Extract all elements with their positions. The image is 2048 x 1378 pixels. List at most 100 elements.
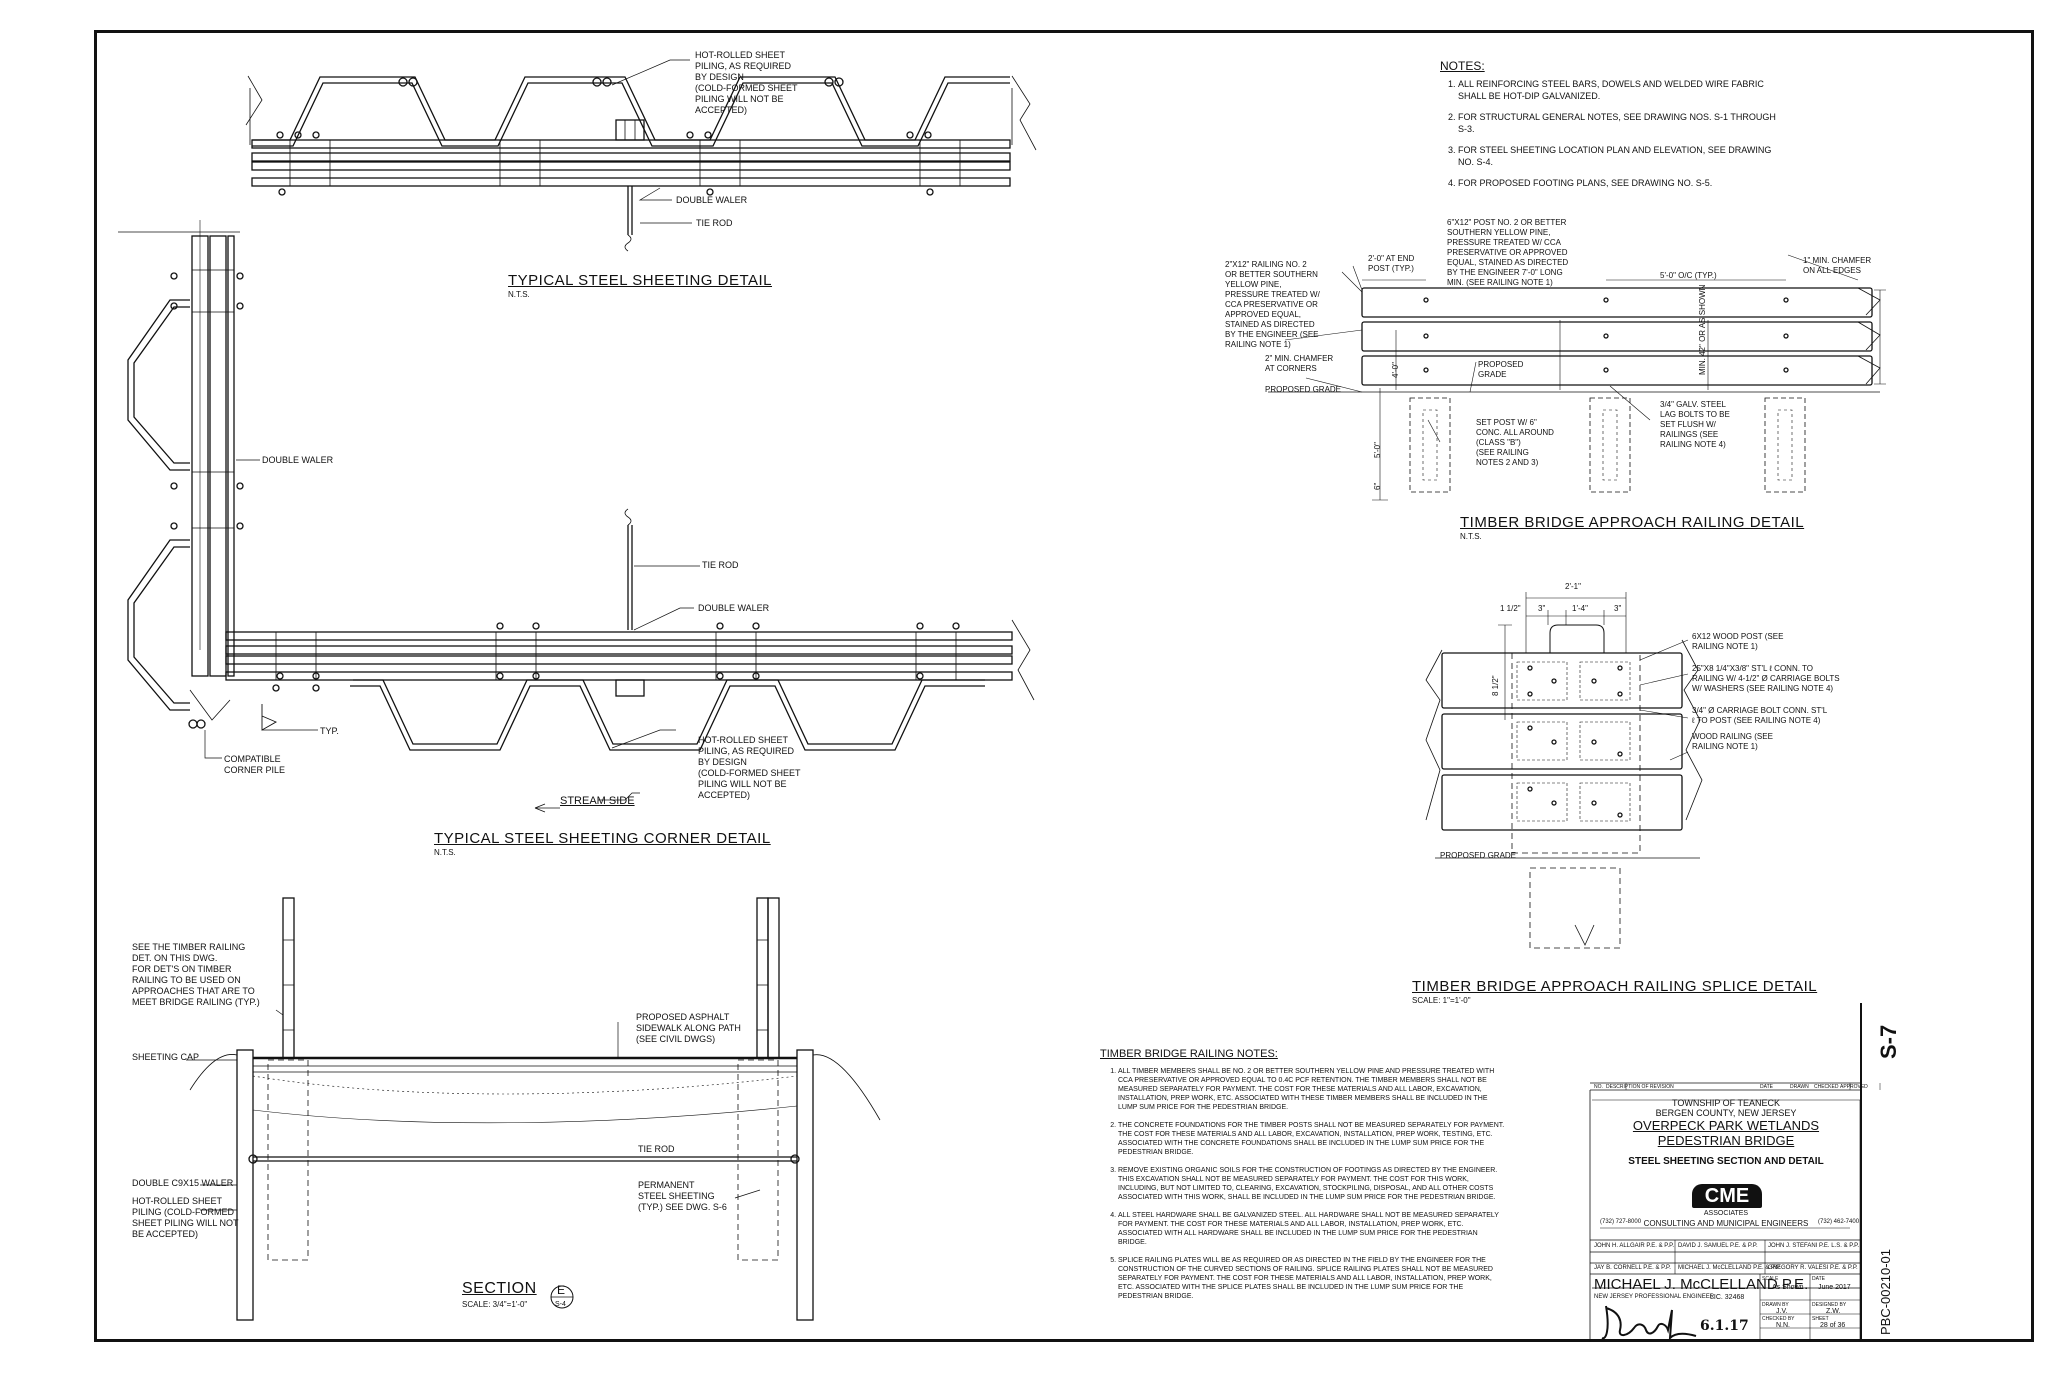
splice-proposed-grade-label: PROPOSED GRADE bbox=[1440, 851, 1517, 860]
railing-dim-min: MIN. 42" OR AS SHOWN bbox=[1698, 284, 1707, 375]
railing-dim-4-0: 4'-0" bbox=[1391, 362, 1400, 378]
splice-wood-railing-label: WOOD RAILING (SEE RAILING NOTE 1) bbox=[1692, 732, 1773, 751]
section-asphalt-label: PROPOSED ASPHALT SIDEWALK ALONG PATH (SE… bbox=[636, 1012, 741, 1044]
railing-set-post-label: SET POST W/ 6" CONC. ALL AROUND (CLASS "… bbox=[1476, 418, 1554, 467]
railing-end-post-label: 2'-0" AT END POST (TYP.) bbox=[1368, 254, 1415, 273]
tb-date-label: DATE bbox=[1812, 1276, 1825, 1282]
tb-scale-value: As Shown bbox=[1772, 1284, 1804, 1291]
rev-header-checked: CHECKED bbox=[1814, 1084, 1839, 1090]
steel-sheeting-detail-title: TYPICAL STEEL SHEETING DETAIL bbox=[508, 272, 773, 289]
corner-detail-scale: N.T.S. bbox=[434, 848, 456, 857]
tb-county: BERGEN COUNTY, NEW JERSEY bbox=[1655, 1108, 1797, 1118]
general-note-1: ALL REINFORCING STEEL BARS, DOWELS AND W… bbox=[1458, 78, 1780, 102]
tb-sheet-value: 28 of 36 bbox=[1820, 1322, 1846, 1329]
tb-engineer-5: MICHAEL J. McCLELLAND P.E. & P.P. bbox=[1678, 1265, 1781, 1271]
splice-dim-top: 2'-1" bbox=[1565, 582, 1581, 591]
tb-phone-1: (732) 727-8000 bbox=[1600, 1219, 1642, 1225]
railing-lag-bolts-label: 3/4" GALV. STEEL LAG BOLTS TO BE SET FLU… bbox=[1660, 400, 1730, 449]
railing-rail-label: 2"x12" RAILING NO. 2 OR BETTER SOUTHERN … bbox=[1225, 260, 1320, 349]
splice-wood-post-label: 6x12 WOOD POST (SEE RAILING NOTE 1) bbox=[1692, 632, 1784, 651]
railing-proposed-grade-label: PROPOSED GRADE bbox=[1265, 385, 1342, 394]
bridge-section bbox=[186, 897, 881, 1321]
corner-typ-label: TYP. bbox=[320, 726, 339, 736]
railing-notes-heading: TIMBER BRIDGE RAILING NOTES: bbox=[1100, 1048, 1278, 1060]
tb-sign-date: 6.1.17 bbox=[1700, 1318, 1749, 1334]
general-notes-heading: NOTES: bbox=[1440, 59, 1485, 73]
tb-pe-state: NEW JERSEY PROFESSIONAL ENGINEER bbox=[1594, 1294, 1715, 1300]
sheeting-double-waler-label: DOUBLE WALER bbox=[676, 195, 748, 205]
tb-engineer-4: JAY B. CORNELL P.E. & P.P. bbox=[1594, 1265, 1671, 1271]
railing-note-3: REMOVE EXISTING ORGANIC SOILS FOR THE CO… bbox=[1118, 1166, 1508, 1202]
tb-drawn-label: DRAWN BY bbox=[1762, 1302, 1789, 1308]
tb-checked-value: N.N. bbox=[1776, 1322, 1790, 1329]
splice-detail-scale: SCALE: 1"=1'-0" bbox=[1412, 996, 1471, 1005]
corner-double-waler-left-label: DOUBLE WALER bbox=[262, 455, 334, 465]
railing-dim-5-0: 5'-0" bbox=[1373, 442, 1382, 458]
general-note-4: FOR PROPOSED FOOTING PLANS, SEE DRAWING … bbox=[1458, 177, 1780, 189]
sheeting-piling-label: HOT-ROLLED SHEET PILING, AS REQUIRED BY … bbox=[695, 50, 798, 115]
tb-scale-label: SCALE bbox=[1762, 1276, 1779, 1282]
corner-pile-label: COMPATIBLE CORNER PILE bbox=[224, 754, 286, 775]
corner-piling-label: HOT-ROLLED SHEET PILING, AS REQUIRED BY … bbox=[698, 735, 801, 800]
tb-engineer-2: DAVID J. SAMUEL P.E. & P.P. bbox=[1678, 1243, 1758, 1249]
stream-side-label: STREAM SIDE bbox=[560, 795, 635, 807]
railing-elevation bbox=[1268, 254, 1886, 501]
tb-checked-label: CHECKED BY bbox=[1762, 1316, 1795, 1322]
railing-notes: TIMBER BRIDGE RAILING NOTES: ALL TIMBER … bbox=[1100, 1048, 1508, 1310]
tb-engineer-6: GREGORY R. VALESI P.E. & P.P. bbox=[1768, 1265, 1858, 1271]
railing-detail-scale: N.T.S. bbox=[1460, 532, 1482, 541]
section-callout-letter: E bbox=[557, 1283, 566, 1297]
tb-license: LIC. 32468 bbox=[1710, 1294, 1745, 1301]
splice-dim-b: 3" bbox=[1538, 604, 1546, 613]
splice-conn-label: 25"x8 1/4"x3/8" ST'L ℓ CONN. TO RAILING … bbox=[1692, 664, 1840, 693]
tb-engineer-3: JOHN J. STEFANI P.E. L.S. & P.P. bbox=[1768, 1243, 1860, 1249]
tb-designed-label: DESIGNED BY bbox=[1812, 1302, 1847, 1308]
tb-drawn-value: J.V. bbox=[1776, 1308, 1788, 1315]
splice-dim-c: 1'-4" bbox=[1572, 604, 1588, 613]
project-number: PBC-00210-01 bbox=[1878, 1249, 1893, 1335]
tb-firm-name-2: CONSULTING AND MUNICIPAL ENGINEERS bbox=[1643, 1219, 1809, 1228]
section-tie-rod-label: TIE ROD bbox=[638, 1144, 675, 1154]
railing-detail-title: TIMBER BRIDGE APPROACH RAILING DETAIL bbox=[1460, 514, 1805, 531]
tb-date-value: June 2017 bbox=[1818, 1284, 1851, 1291]
rev-header-no: NO. bbox=[1594, 1084, 1603, 1090]
general-notes: NOTES: ALL REINFORCING STEEL BARS, DOWEL… bbox=[1440, 60, 1780, 198]
railing-note-5: SPLICE RAILING PLATES WILL BE AS REQUIRE… bbox=[1118, 1256, 1508, 1301]
splice-dim-d: 3" bbox=[1614, 604, 1622, 613]
tb-firm-name-1: ASSOCIATES bbox=[1703, 1210, 1749, 1217]
tb-phone-2: (732) 462-7400 bbox=[1818, 1219, 1860, 1225]
steel-sheeting-detail-scale: N.T.S. bbox=[508, 290, 530, 299]
section-title: SECTION bbox=[462, 1280, 537, 1297]
corner-tie-rod-label: TIE ROD bbox=[702, 560, 739, 570]
tb-sheet-label: SHEET bbox=[1812, 1316, 1829, 1322]
railing-note-4: ALL STEEL HARDWARE SHALL BE GALVANIZED S… bbox=[1118, 1211, 1508, 1247]
splice-detail-title: TIMBER BRIDGE APPROACH RAILING SPLICE DE… bbox=[1412, 978, 1818, 995]
general-note-2: FOR STRUCTURAL GENERAL NOTES, SEE DRAWIN… bbox=[1458, 111, 1780, 135]
section-timber-railing-note: SEE THE TIMBER RAILING DET. ON THIS DWG.… bbox=[132, 942, 260, 1007]
corner-detail-title: TYPICAL STEEL SHEETING CORNER DETAIL bbox=[434, 830, 771, 847]
cme-logo: CME bbox=[1692, 1184, 1762, 1208]
section-piling-label: HOT-ROLLED SHEET PILING (COLD-FORMED SHE… bbox=[132, 1196, 239, 1239]
rev-header-description: DESCRIPTION OF REVISION bbox=[1606, 1084, 1674, 1090]
corner-detail-plan bbox=[118, 220, 1035, 813]
railing-splice bbox=[1425, 592, 1703, 949]
railing-spacing-label: 5'-0" o/c (TYP.) bbox=[1660, 271, 1717, 280]
rev-header-drawn: DRAWN bbox=[1790, 1084, 1809, 1090]
drawing-sheet-border bbox=[94, 30, 2034, 1342]
tb-sheet-title: STEEL SHEETING SECTION AND DETAIL bbox=[1628, 1156, 1824, 1167]
railing-note-1: ALL TIMBER MEMBERS SHALL BE No. 2 OR BET… bbox=[1118, 1067, 1508, 1112]
section-scale: SCALE: 3/4"=1'-0" bbox=[462, 1300, 528, 1309]
tb-project-1: OVERPECK PARK WETLANDS bbox=[1632, 1118, 1820, 1133]
sheeting-tie-rod-label: TIE ROD bbox=[696, 218, 733, 228]
tb-engineer-1: JOHN H. ALLGAIR P.E. & P.P. bbox=[1594, 1243, 1675, 1249]
corner-double-waler-label: DOUBLE WALER bbox=[698, 603, 770, 613]
rev-header-approved: APPROVED bbox=[1840, 1084, 1868, 1090]
splice-dim-side: 8 1/2" bbox=[1491, 675, 1500, 696]
rev-header-date: DATE bbox=[1760, 1084, 1773, 1090]
railing-post-label: 6"x12" POST NO. 2 OR BETTER SOUTHERN YEL… bbox=[1447, 218, 1569, 287]
tb-pe-name: MICHAEL J. McCLELLAND P.E. bbox=[1594, 1276, 1809, 1293]
general-note-3: FOR STEEL SHEETING LOCATION PLAN AND ELE… bbox=[1458, 144, 1780, 168]
railing-grade-label: PROPOSED GRADE bbox=[1478, 360, 1524, 379]
railing-chamfer-corners-label: 2" MIN. CHAMFER AT CORNERS bbox=[1265, 354, 1334, 373]
